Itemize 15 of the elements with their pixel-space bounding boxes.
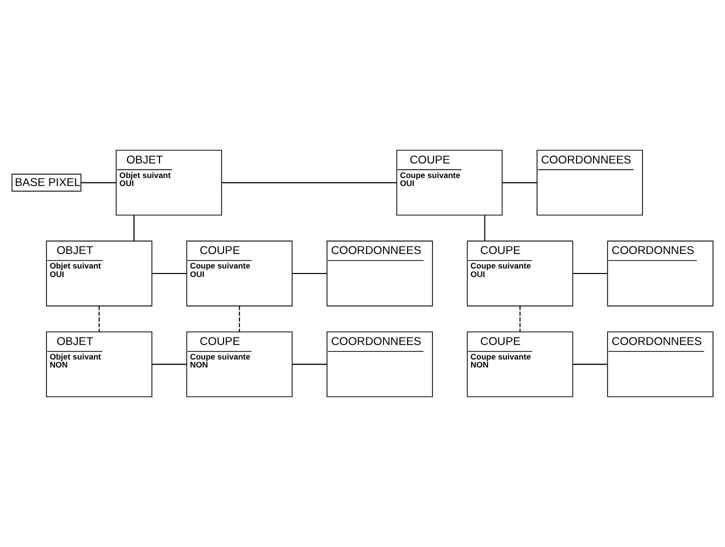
connector bbox=[238, 306, 240, 332]
node-box: BASE PIXEL bbox=[12, 174, 82, 192]
connector bbox=[81, 182, 116, 184]
connector bbox=[98, 306, 100, 332]
connector bbox=[519, 306, 521, 332]
connector bbox=[502, 182, 537, 184]
connector bbox=[134, 215, 135, 241]
connector bbox=[152, 364, 187, 365]
connector bbox=[573, 272, 608, 274]
connector bbox=[573, 364, 608, 365]
connector bbox=[292, 364, 327, 365]
connector bbox=[222, 182, 397, 184]
connector bbox=[152, 272, 187, 274]
connector bbox=[484, 215, 486, 241]
connector bbox=[292, 272, 327, 274]
